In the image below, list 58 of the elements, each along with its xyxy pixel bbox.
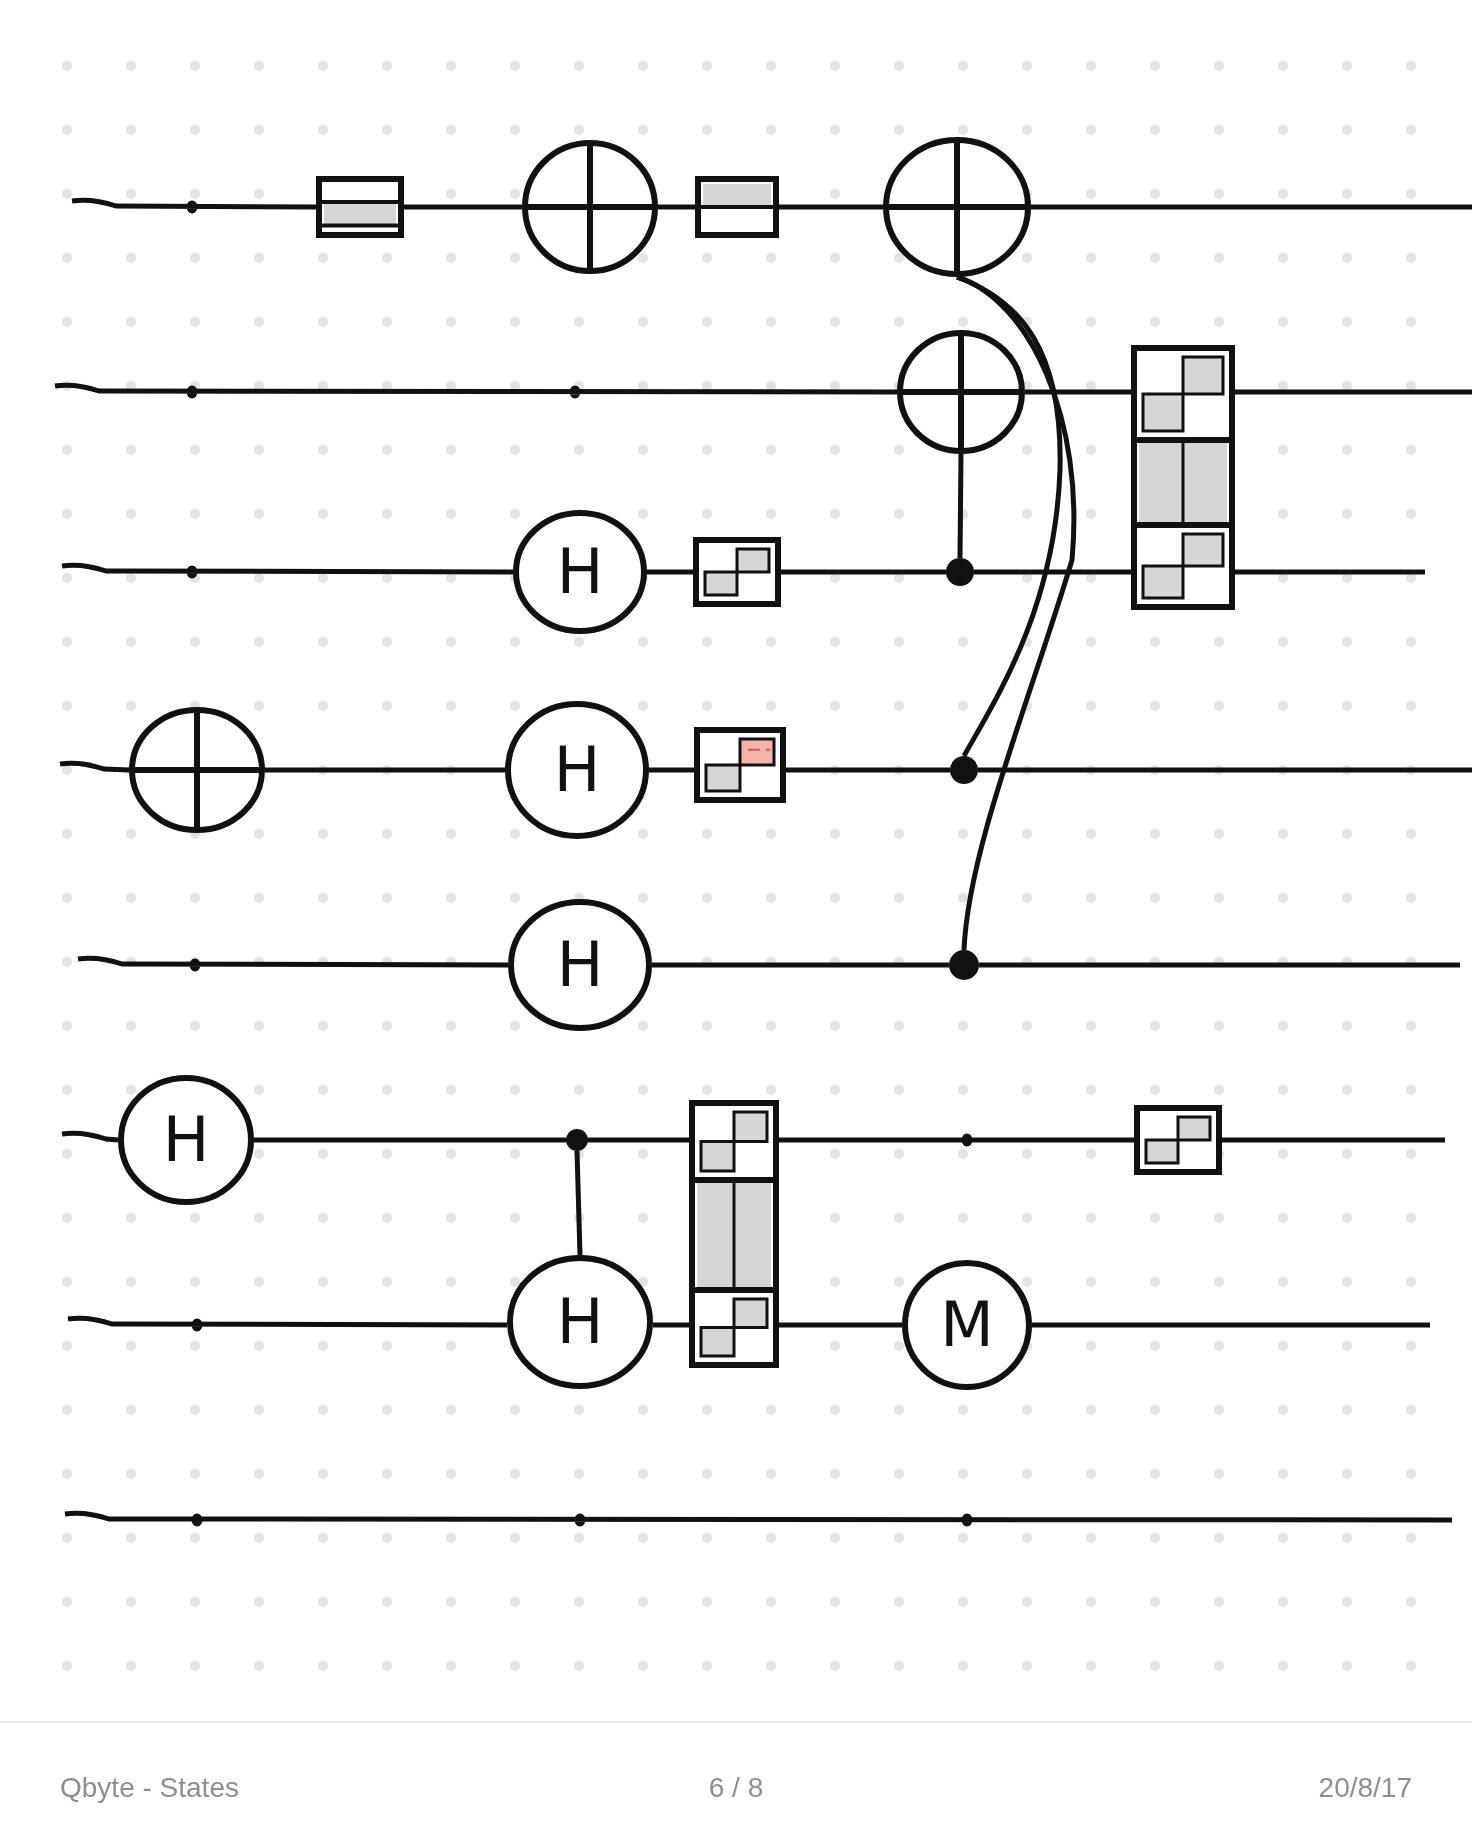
two-qubit-gate xyxy=(1131,344,1235,610)
control-line xyxy=(956,274,1077,951)
qubit-wire xyxy=(265,767,505,773)
qubit-wire xyxy=(1032,1322,1430,1328)
qubit-wire xyxy=(647,569,693,575)
gate-box xyxy=(1134,1105,1222,1175)
target-circle xyxy=(897,330,1025,454)
target-circle xyxy=(883,137,1031,277)
control-dot xyxy=(949,950,979,980)
qubit-wire xyxy=(404,204,522,210)
qubit-wire xyxy=(1235,389,1472,395)
control-line xyxy=(574,1150,583,1256)
gate-circle xyxy=(513,510,647,634)
gate-circle xyxy=(505,701,649,839)
qubit-wire xyxy=(781,569,946,575)
qubit-wire xyxy=(1222,1137,1445,1143)
control-dot xyxy=(946,558,974,586)
qubit-wire xyxy=(786,767,950,773)
qubit-wire xyxy=(779,1322,902,1328)
qubit-wire xyxy=(588,1137,689,1143)
qubit-wire xyxy=(59,760,130,773)
gate-box xyxy=(694,727,786,803)
gate-letter: M xyxy=(940,1294,994,1356)
gate-circle xyxy=(507,1255,653,1389)
qubit-wire xyxy=(61,1130,119,1143)
gate-circle xyxy=(902,1260,1032,1390)
qubit-wire xyxy=(779,204,883,210)
qubit-wire xyxy=(978,767,1472,773)
gate-letter: H xyxy=(162,1109,210,1171)
target-circle xyxy=(522,140,658,274)
qubit-wire xyxy=(658,204,695,210)
qubit-wire xyxy=(1031,204,1472,210)
page-number: 6 / 8 xyxy=(708,1772,764,1804)
footer-title: Qbyte - States xyxy=(60,1772,239,1804)
qubit-wire xyxy=(776,1133,1137,1147)
qubit-wire xyxy=(652,962,949,968)
gate-circle xyxy=(508,899,652,1031)
qubit-wire xyxy=(649,767,694,773)
control-dot xyxy=(950,756,978,784)
qubit-wire xyxy=(652,1322,689,1328)
qubit-wire xyxy=(254,1137,566,1143)
qubit-wire xyxy=(1025,389,1131,395)
gate-box xyxy=(316,176,404,238)
gate-letter: H xyxy=(556,934,604,996)
qubit-wire xyxy=(979,962,1460,968)
gate-circle xyxy=(118,1075,254,1205)
control-line xyxy=(957,453,964,559)
target-circle xyxy=(129,707,265,833)
qubit-wire xyxy=(974,569,1131,575)
control-dot xyxy=(566,1129,588,1151)
gate-box xyxy=(693,537,781,607)
gate-letter: H xyxy=(556,1291,604,1353)
two-qubit-gate xyxy=(689,1100,779,1368)
gate-letter: H xyxy=(553,739,601,801)
gate-letter: H xyxy=(556,541,604,603)
qubit-wire xyxy=(1235,569,1425,575)
gate-box xyxy=(695,176,779,238)
footer-date: 20/8/17 xyxy=(1318,1772,1412,1804)
